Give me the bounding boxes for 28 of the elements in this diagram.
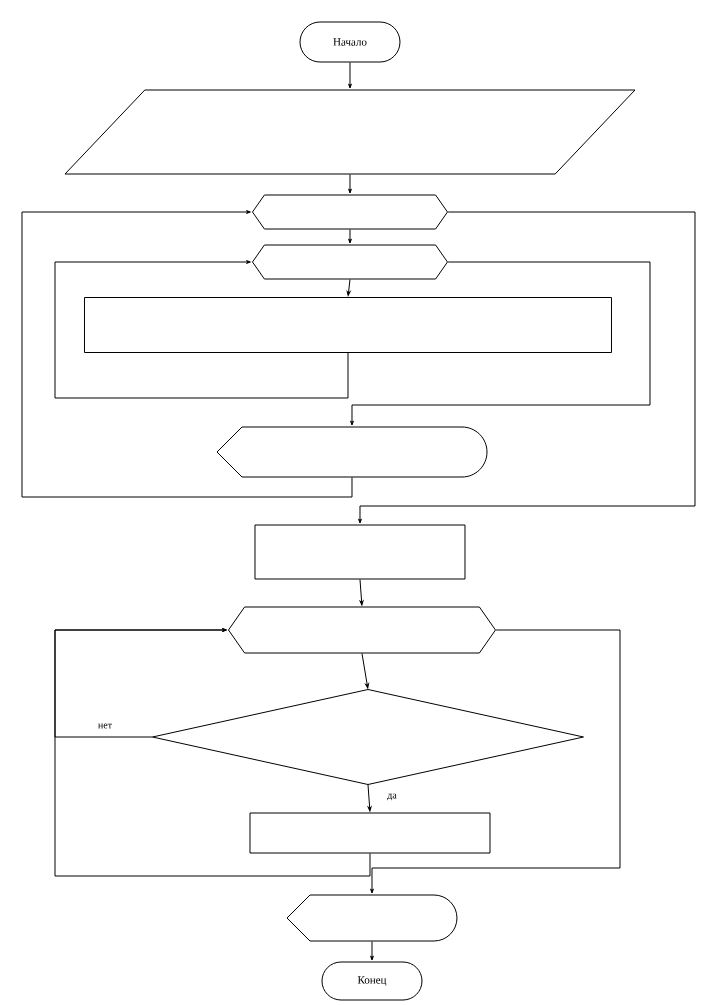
edge-label: нет xyxy=(96,722,114,730)
arrow xyxy=(346,279,351,297)
arrow xyxy=(348,229,352,244)
arrow xyxy=(348,62,352,89)
process-box xyxy=(254,524,466,580)
arrow xyxy=(370,629,621,894)
terminal-box: Конец xyxy=(321,961,423,1001)
arrow xyxy=(54,628,371,877)
loop-hexagon xyxy=(228,606,496,654)
arrow xyxy=(359,579,364,606)
decision-diamond xyxy=(152,689,584,785)
loop-hexagon xyxy=(252,194,448,230)
arrow xyxy=(54,260,349,399)
arrow xyxy=(21,210,353,498)
edge-label: да xyxy=(386,792,398,802)
loop-hexagon xyxy=(252,244,448,280)
arrow xyxy=(370,941,374,961)
arrow xyxy=(367,784,372,812)
process-box xyxy=(249,812,491,854)
arrow xyxy=(348,174,352,194)
output-shape xyxy=(286,894,458,942)
output-shape xyxy=(216,426,488,478)
arrow xyxy=(361,653,369,689)
input-parallelogram xyxy=(64,89,636,175)
terminal-box: Начало xyxy=(299,21,401,63)
process-box xyxy=(84,297,612,353)
arrow xyxy=(350,261,651,426)
arrow xyxy=(358,211,696,524)
